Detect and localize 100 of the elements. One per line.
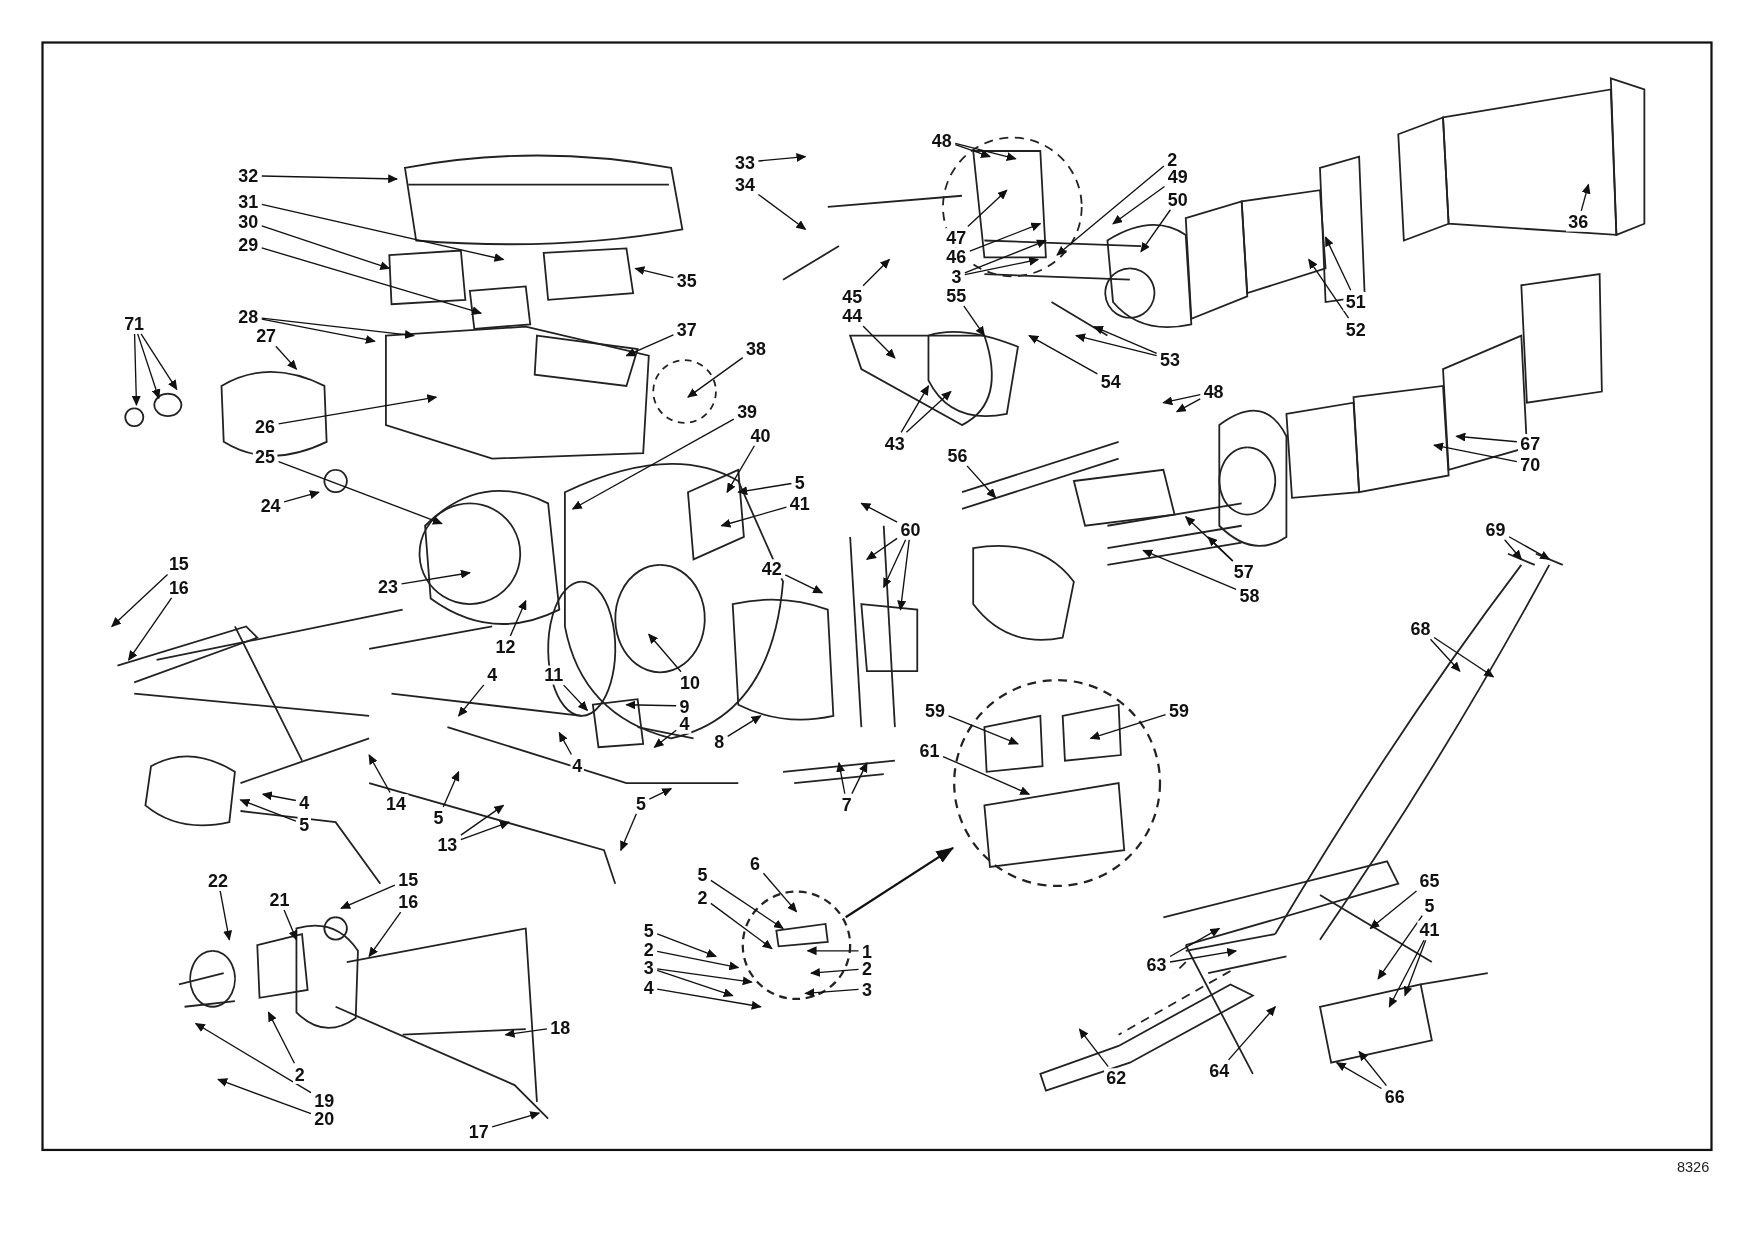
leader-line [275, 345, 298, 370]
leader-line [283, 909, 298, 941]
callout-number: 46 [944, 246, 969, 266]
leader-line [261, 203, 505, 262]
leader-line [1308, 258, 1350, 319]
leader-line [194, 1022, 312, 1094]
leader-line [1388, 939, 1425, 1008]
leader-line [757, 153, 807, 162]
leader-line [1169, 947, 1238, 963]
leader-line [966, 465, 997, 499]
callout-number: 30 [236, 212, 261, 231]
leader-line [261, 174, 399, 184]
leader-line [261, 317, 415, 339]
leader-line [656, 950, 740, 971]
drawing-number: 8326 [1676, 1158, 1710, 1176]
leader-line [1075, 333, 1158, 357]
leader-line [277, 394, 438, 425]
leader-line [963, 305, 986, 337]
leader-line [1403, 939, 1427, 997]
leader-line [954, 143, 992, 158]
leader-line [1093, 325, 1158, 355]
leader-line [737, 482, 793, 496]
leader-line [1335, 1062, 1383, 1090]
leader-line [625, 700, 677, 710]
leader-line [368, 754, 391, 794]
callout-number: 62 [1104, 1067, 1129, 1087]
leader-line [809, 968, 860, 977]
leader-line [720, 506, 788, 528]
leader-line [710, 879, 784, 930]
leader-line [111, 573, 169, 628]
leader-line [1324, 236, 1352, 291]
leader-line [1433, 636, 1495, 678]
leader-line [860, 502, 898, 523]
leader-line [836, 761, 846, 795]
callout-number: 67 [1517, 433, 1543, 453]
leader-line [625, 334, 675, 357]
leader-line [967, 189, 1008, 228]
leader-line [1089, 713, 1167, 740]
leader-line [261, 247, 483, 315]
leader-line [806, 946, 860, 956]
leader-line [762, 872, 798, 913]
leader-line [726, 445, 756, 494]
leader-line [1142, 549, 1237, 591]
leader-line [509, 599, 527, 637]
leader-line [656, 968, 753, 986]
leader-line [757, 193, 807, 230]
leader-line [504, 1028, 548, 1038]
leader-line [368, 911, 402, 958]
leader-line [897, 539, 910, 611]
leader-line [964, 239, 1047, 274]
leader-line [1508, 536, 1551, 560]
leader-line [140, 333, 178, 391]
leader-line [954, 142, 1017, 161]
leader-line [634, 266, 675, 279]
leader-line [900, 384, 930, 434]
leader-line [1358, 1050, 1388, 1087]
leader-line [283, 490, 320, 503]
leader-line [460, 821, 510, 841]
leader-line [239, 798, 297, 822]
leader-line [1580, 183, 1591, 212]
leader-line [1162, 393, 1201, 406]
leader-line [1078, 1028, 1109, 1068]
leader-line [942, 755, 1031, 795]
leader-line [442, 770, 460, 808]
leader-line [563, 684, 589, 712]
leader-line [1207, 536, 1234, 562]
callout-number: 47 [944, 227, 969, 247]
leader-line [969, 222, 1042, 252]
leader-line [261, 225, 391, 270]
leader-line [1369, 890, 1418, 930]
leader-line [1504, 539, 1523, 561]
callout-number: 51 [1343, 291, 1368, 311]
leader-line [1455, 432, 1518, 443]
callout-number: 4 [677, 714, 692, 734]
leader-line [1028, 334, 1099, 375]
leader-line [656, 988, 762, 1010]
leader-line [131, 333, 141, 407]
leader-line [1140, 209, 1172, 253]
leader-line [261, 791, 297, 802]
leader-line [862, 258, 891, 287]
leader-line [558, 731, 573, 756]
leader-line [905, 390, 952, 434]
leader-line [653, 729, 677, 748]
leader-line [1056, 165, 1165, 256]
leader-line [687, 356, 744, 398]
leader-line [267, 1011, 296, 1064]
leader-line [1377, 914, 1423, 980]
leader-line [217, 1078, 312, 1115]
leader-line [400, 569, 471, 585]
leader-line [1429, 638, 1461, 672]
leader-line [862, 325, 896, 359]
leader-line [1175, 398, 1201, 413]
callout-number: 42 [759, 558, 784, 578]
leader-line [851, 761, 868, 795]
leader-line [340, 884, 396, 909]
leader-line [648, 633, 682, 673]
leader-line [277, 460, 443, 525]
leader-line [964, 256, 1040, 276]
leader-line [1112, 185, 1166, 225]
leader-line [727, 715, 762, 738]
